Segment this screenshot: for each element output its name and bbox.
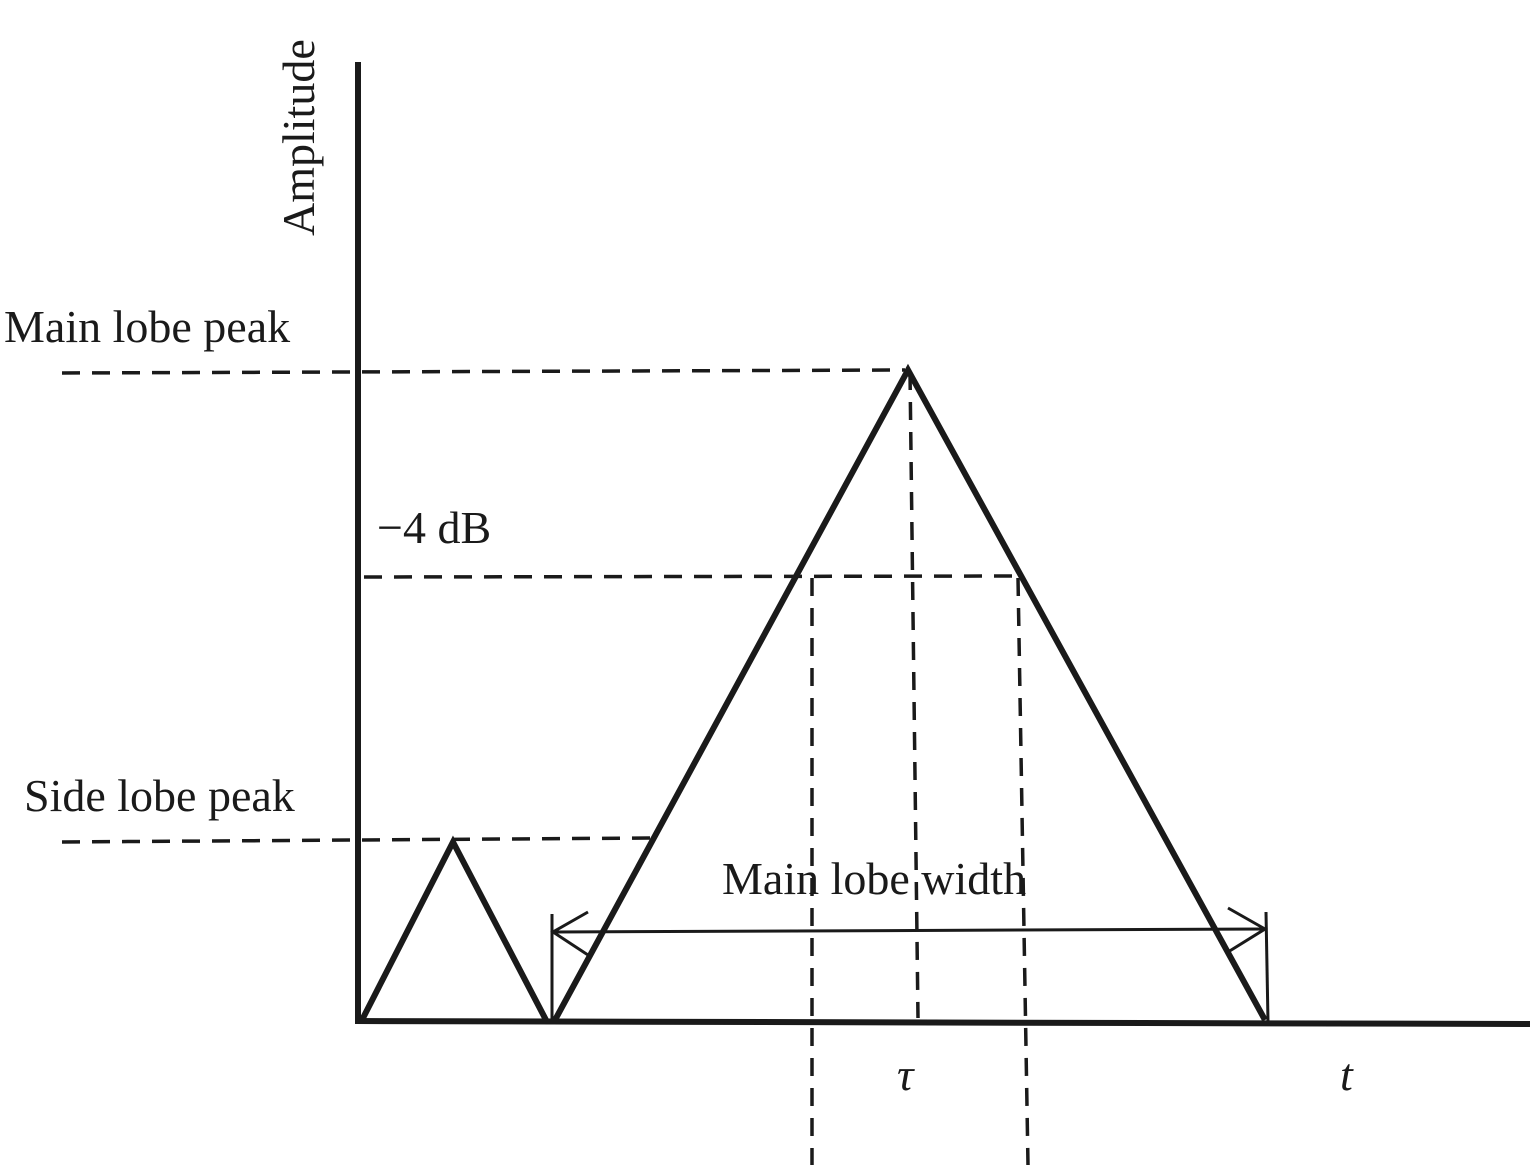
minus-4db-label: −4 dB xyxy=(377,502,491,553)
x-axis xyxy=(354,1018,1531,1027)
side-lobe-peak-label: Side lobe peak xyxy=(24,770,295,821)
arrowhead-left xyxy=(550,910,589,957)
tau-line xyxy=(908,371,920,1019)
minus-4db-line xyxy=(363,574,1023,579)
width-tick-right xyxy=(1264,911,1270,1023)
t-label: t xyxy=(1340,1049,1354,1100)
y-axis-label: Amplitude xyxy=(273,39,324,236)
side-lobe-peak-line xyxy=(61,836,653,844)
tau-label: τ xyxy=(897,1049,915,1100)
main-lobe xyxy=(552,363,1268,1022)
main-lobe-width-arrow xyxy=(552,927,1266,934)
main-lobe-width-label: Main lobe width xyxy=(722,853,1026,904)
main-lobe-peak-line xyxy=(61,368,906,375)
main-lobe-peak-label: Main lobe peak xyxy=(4,301,290,352)
minus-4db-right-line xyxy=(1016,577,1030,1166)
side-lobe xyxy=(359,835,549,1022)
